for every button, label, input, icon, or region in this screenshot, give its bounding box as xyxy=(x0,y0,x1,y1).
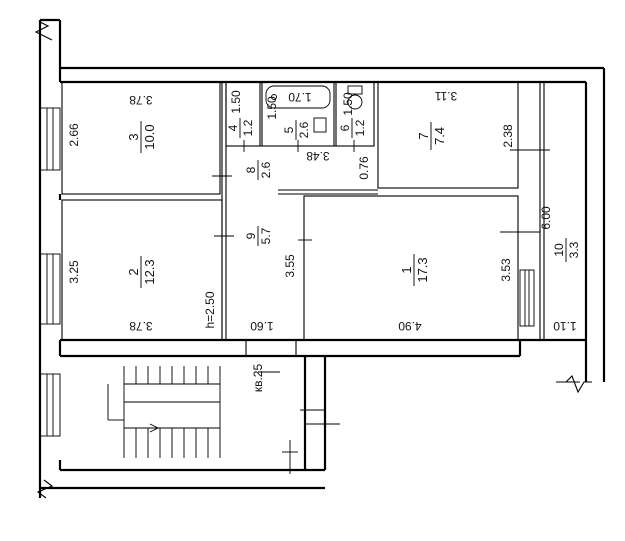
room-area: 12.3 xyxy=(142,259,157,284)
dimension-labels: 3.78 3.78 2.66 3.25 h=2.50 1.50 1.50 1.5… xyxy=(67,89,577,333)
dim-3-78-bottom: 3.78 xyxy=(129,319,153,333)
room-area: 1.2 xyxy=(241,119,255,136)
room-number: 6 xyxy=(338,124,352,131)
dim-1-70: 1.70 xyxy=(288,90,312,104)
dim-4-90: 4.90 xyxy=(398,319,422,333)
room-area: 7.4 xyxy=(432,127,447,145)
room-number: 3 xyxy=(126,133,141,140)
room-area: 2.6 xyxy=(259,161,273,178)
room-number: 7 xyxy=(416,132,431,139)
outer-walls xyxy=(38,18,606,498)
room-area: 2.6 xyxy=(297,121,311,138)
room-number: 4 xyxy=(226,124,240,131)
dim-1-50-b: 1.50 xyxy=(265,96,279,120)
room-area: 17.3 xyxy=(415,257,430,282)
dim-0-76: 0.76 xyxy=(357,156,371,180)
room-label-7: 7 7.4 xyxy=(416,122,447,150)
dim-3-53: 3.53 xyxy=(499,258,513,282)
room-number: 8 xyxy=(244,166,258,173)
wall-break-marks xyxy=(34,21,592,499)
door-marks xyxy=(212,140,550,474)
toilet-icon xyxy=(347,94,363,110)
interior-walls xyxy=(61,81,545,356)
room-number: 1 xyxy=(399,266,414,273)
dim-1-60: 1.60 xyxy=(250,319,274,333)
room-areas xyxy=(62,82,586,340)
dim-1-50-a: 1.50 xyxy=(229,90,243,114)
room-area: 3.3 xyxy=(567,241,581,258)
staircase xyxy=(107,366,221,458)
room-label-10: 10 3.3 xyxy=(552,238,581,262)
room-label-6: 6 1.2 xyxy=(338,118,367,138)
room-number: 5 xyxy=(282,126,296,133)
room-label-3: 3 10.0 xyxy=(126,121,157,153)
dim-3-55: 3.55 xyxy=(283,254,297,278)
windows xyxy=(39,107,535,437)
dim-3-25: 3.25 xyxy=(67,260,81,284)
room-area: 5.7 xyxy=(259,227,273,244)
room-label-4: 4 1.2 xyxy=(226,118,255,138)
fixtures xyxy=(265,85,363,133)
room-number: 2 xyxy=(126,268,141,275)
room-area: 10.0 xyxy=(142,124,157,149)
room-label-8: 8 2.6 xyxy=(244,160,273,180)
dim-1-50-c: 1.50 xyxy=(341,92,355,116)
room-label-5: 5 2.6 xyxy=(282,120,311,140)
dim-3-11: 3.11 xyxy=(434,89,457,103)
room-number: 10 xyxy=(552,243,566,257)
room-area: 1.2 xyxy=(353,119,367,136)
dim-6-00: 6.00 xyxy=(539,206,553,230)
dim-2-66: 2.66 xyxy=(67,123,81,147)
dim-2-38: 2.38 xyxy=(501,124,515,148)
dim-h: h=2.50 xyxy=(203,291,217,328)
apartment-label: кв.25 xyxy=(251,364,265,393)
room-number: 9 xyxy=(244,232,258,239)
dim-3-48: 3.48 xyxy=(306,149,330,163)
room-label-9: 9 5.7 xyxy=(244,226,273,246)
room-label-1: 1 17.3 xyxy=(399,254,430,286)
dim-1-10: 1.10 xyxy=(553,319,577,333)
dim-3-78-top: 3.78 xyxy=(129,93,153,107)
room-label-2: 2 12.3 xyxy=(126,256,157,288)
room-labels: 3 10.0 2 12.3 4 1.2 5 2.6 6 1.2 7 7.4 xyxy=(126,118,581,288)
